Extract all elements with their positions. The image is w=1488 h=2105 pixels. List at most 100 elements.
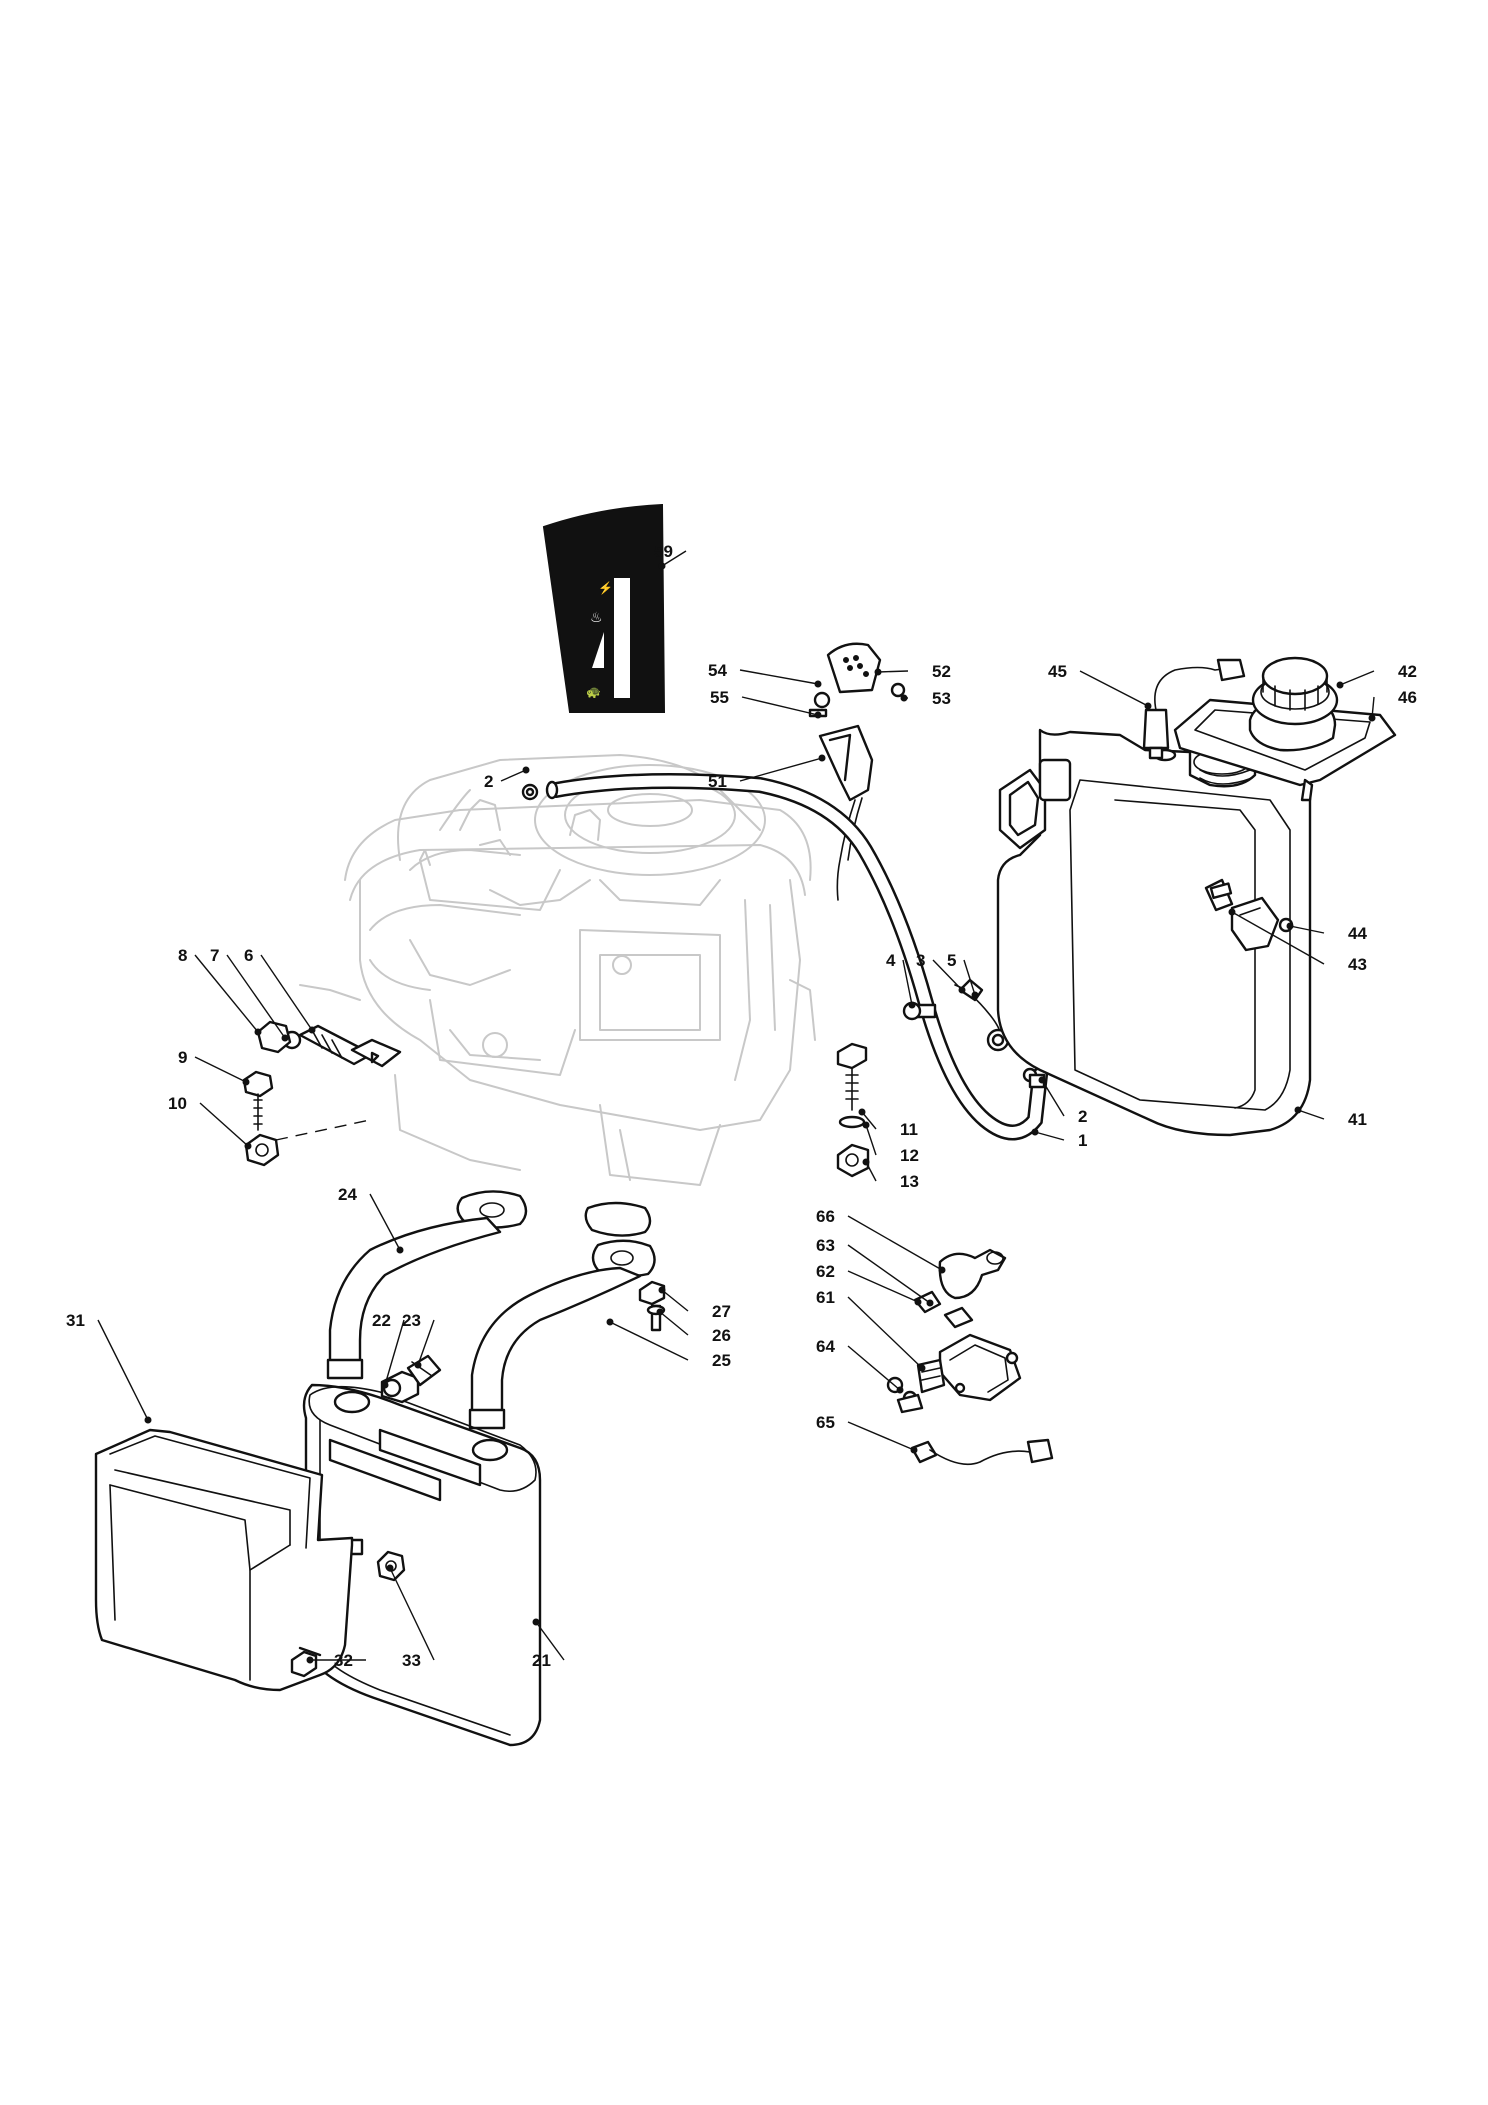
callout-dot-62 xyxy=(914,1298,922,1306)
callout-label-27: 27 xyxy=(712,1302,731,1321)
callout-dot-64 xyxy=(896,1386,904,1394)
svg-text:♨: ♨ xyxy=(590,609,603,625)
callout-label-44: 44 xyxy=(1348,924,1367,943)
callout-leader-9 xyxy=(194,1056,247,1083)
callout-label-62: 62 xyxy=(816,1262,835,1281)
callout-leader-52 xyxy=(877,670,909,673)
callout-label-52: 52 xyxy=(932,662,951,681)
callout-dot-7 xyxy=(281,1034,289,1042)
callout-label-64: 64 xyxy=(816,1337,835,1356)
callout-leader-44 xyxy=(1289,925,1325,934)
callout-label-55: 55 xyxy=(710,688,729,707)
callout-label-59: 59 xyxy=(654,542,673,561)
callout-leader-3 xyxy=(932,959,963,991)
callout-label-9: 9 xyxy=(178,1048,187,1067)
fasteners-left xyxy=(242,1020,870,1178)
svg-text:⚡: ⚡ xyxy=(598,581,613,595)
callout-dot-41 xyxy=(1294,1106,1302,1114)
exhaust-pipes xyxy=(326,1190,656,1430)
callout-dot-55 xyxy=(814,711,822,719)
callout-label-8: 8 xyxy=(178,946,187,965)
svg-text:🐢: 🐢 xyxy=(586,685,601,699)
callout-dot-2 xyxy=(522,766,530,774)
callout-dot-61 xyxy=(918,1364,926,1372)
callout-leader-11 xyxy=(861,1111,877,1130)
callout-leader-12 xyxy=(865,1124,877,1156)
callout-dot-53 xyxy=(900,694,908,702)
callout-leader-64 xyxy=(847,1345,901,1391)
fuel-hose xyxy=(521,773,1048,1141)
callout-label-21: 21 xyxy=(532,1651,551,1670)
callout-leader-31 xyxy=(97,1319,149,1421)
callout-leader-55 xyxy=(741,696,819,716)
callout-label-11: 11 xyxy=(900,1120,918,1139)
callout-label-6: 6 xyxy=(244,946,253,965)
callout-leader-5 xyxy=(963,959,976,996)
solenoid-assembly xyxy=(886,1248,1054,1466)
throttle-decal: ⚡ ♨ 🐢 xyxy=(542,503,666,713)
callout-dot-33 xyxy=(386,1564,394,1572)
callout-label-33: 33 xyxy=(402,1651,421,1670)
callout-dot-11 xyxy=(858,1108,866,1116)
callout-dot-66 xyxy=(938,1266,946,1274)
callout-dot-46 xyxy=(1368,714,1376,722)
callout-label-46: 46 xyxy=(1398,688,1417,707)
callout-dot-31 xyxy=(144,1416,152,1424)
callout-dot-25 xyxy=(606,1318,614,1326)
callout-leader-13 xyxy=(865,1161,877,1182)
callout-leader-63 xyxy=(847,1244,931,1304)
callout-label-54: 54 xyxy=(708,661,727,680)
callout-dot-3 xyxy=(958,986,966,994)
callout-leader-24 xyxy=(369,1193,401,1251)
callout-label-32: 32 xyxy=(334,1651,353,1670)
callout-dot-8 xyxy=(254,1028,262,1036)
callout-leader-62 xyxy=(847,1270,919,1303)
callout-dot-26 xyxy=(656,1308,664,1316)
callout-label-45: 45 xyxy=(1048,662,1067,681)
callout-label-61: 61 xyxy=(816,1288,835,1307)
callout-label-10: 10 xyxy=(168,1094,187,1113)
heat-shield xyxy=(94,1428,354,1692)
callout-label-51: 51 xyxy=(708,772,727,791)
callout-leader-23 xyxy=(417,1319,435,1366)
callout-label-1: 1 xyxy=(1078,1131,1087,1150)
callout-label-5: 5 xyxy=(947,951,956,970)
callout-leader-43 xyxy=(1231,911,1325,965)
callout-label-13: 13 xyxy=(900,1172,919,1191)
callout-label-42: 42 xyxy=(1398,662,1417,681)
callout-leader-21 xyxy=(535,1621,565,1661)
callout-label-2: 2 xyxy=(1078,1107,1087,1126)
callout-leader-26 xyxy=(659,1311,689,1336)
fuel-cap-and-gauge xyxy=(1142,656,1397,802)
callout-label-25: 25 xyxy=(712,1351,731,1370)
callout-label-53: 53 xyxy=(932,689,951,708)
callout-dot-65 xyxy=(910,1446,918,1454)
callout-dot-45 xyxy=(1144,702,1152,710)
callout-leader-61 xyxy=(847,1296,923,1369)
callout-dot-9 xyxy=(242,1078,250,1086)
callout-label-65: 65 xyxy=(816,1413,835,1432)
callout-leader-45 xyxy=(1079,670,1149,707)
callout-leader-54 xyxy=(739,669,819,685)
fuel-tank xyxy=(996,728,1312,1137)
callout-dot-44 xyxy=(1286,922,1294,930)
callout-dot-23 xyxy=(414,1361,422,1369)
callout-label-4: 4 xyxy=(886,951,896,970)
callout-label-2: 2 xyxy=(484,772,493,791)
callout-label-7: 7 xyxy=(210,946,219,965)
callout-leader-1 xyxy=(1034,1131,1065,1141)
throttle-control xyxy=(808,642,906,901)
callout-leader-65 xyxy=(847,1421,915,1451)
callout-dot-6 xyxy=(308,1026,316,1034)
callout-leader-59 xyxy=(661,550,687,567)
callout-dot-24 xyxy=(396,1246,404,1254)
callout-leader-42 xyxy=(1339,670,1375,686)
callout-leader-33 xyxy=(389,1567,435,1661)
callout-label-3: 3 xyxy=(916,951,925,970)
callout-label-31: 31 xyxy=(66,1311,85,1330)
callout-leader-8 xyxy=(194,954,259,1033)
callout-dot-63 xyxy=(926,1299,934,1307)
callout-label-43: 43 xyxy=(1348,955,1367,974)
callout-label-23: 23 xyxy=(402,1311,421,1330)
